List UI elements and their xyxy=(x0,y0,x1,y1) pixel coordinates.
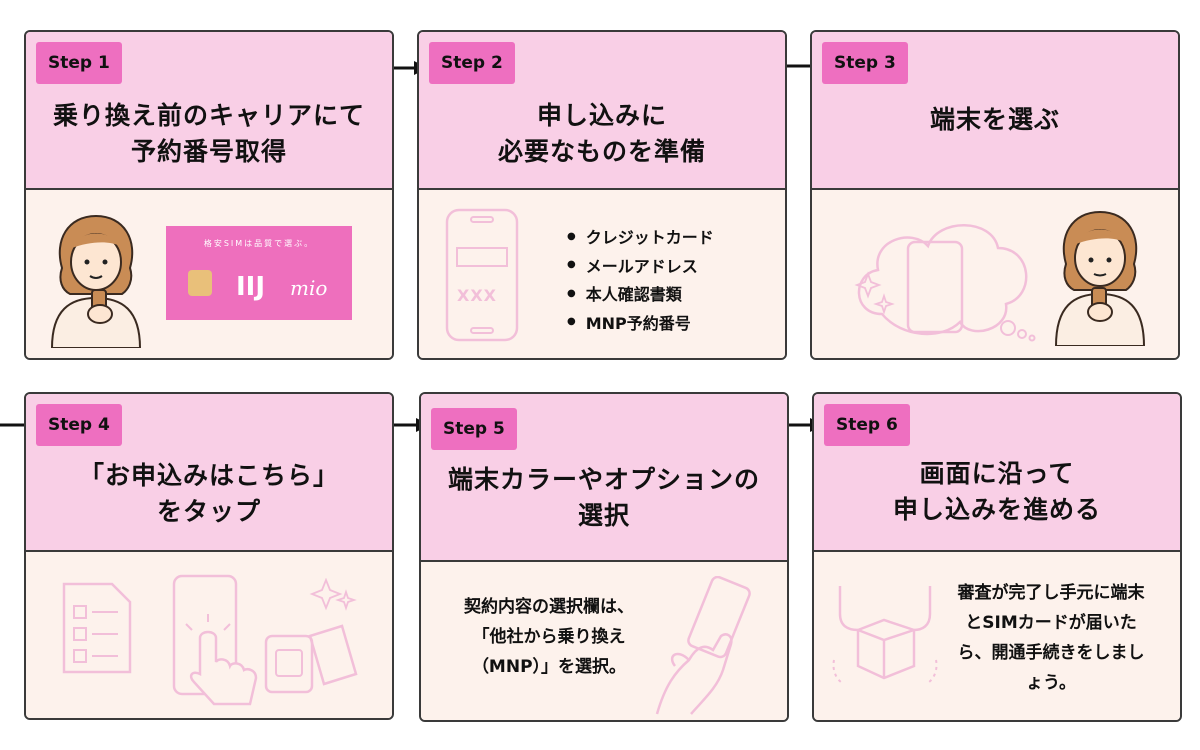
iijmio-sim-card: 格安SIMは品質で選ぶ。 IIJ mio xyxy=(166,226,352,320)
step-badge: Step 2 xyxy=(429,42,515,84)
step-header: Step 4 「お申込みはこちら」 をタップ xyxy=(26,394,392,552)
step-description: 契約内容の選択欄は、 「他社から乗り換え （MNP）」を選択。 xyxy=(464,597,634,677)
step-badge: Step 3 xyxy=(822,42,908,84)
step-badge: Step 4 xyxy=(36,404,122,446)
step-badge: Step 5 xyxy=(431,408,517,450)
sim-chip-icon xyxy=(188,270,212,296)
step-title: 画面に沿って 申し込みを進める xyxy=(892,459,1101,524)
step-header: Step 3 端末を選ぶ xyxy=(812,32,1178,190)
list-item: 本人確認書類 xyxy=(567,281,714,310)
step-header: Step 5 端末カラーやオプションの 選択 xyxy=(421,394,787,562)
step-body: XXX クレジットカード メールアドレス 本人確認書類 MNP予約番号 xyxy=(419,190,785,358)
step-card-3: Step 3 端末を選ぶ xyxy=(810,30,1180,360)
step-card-2: Step 2 申し込みに 必要なものを準備 XXX クレジットカード メールアド… xyxy=(417,30,787,360)
step-card-6: Step 6 画面に沿って 申し込みを進める 審査が完了し手元に端末 とSIMカ… xyxy=(812,392,1182,722)
checklist-icon xyxy=(62,582,132,674)
sim-logo: IIJ xyxy=(236,272,266,302)
phone-placeholder: XXX xyxy=(457,286,498,305)
step-header: Step 2 申し込みに 必要なものを準備 xyxy=(419,32,785,190)
step-badge: Step 1 xyxy=(36,42,122,84)
requirements-list: クレジットカード メールアドレス 本人確認書類 MNP予約番号 xyxy=(567,224,714,338)
tap-phone-icon xyxy=(172,574,258,706)
step-card-5: Step 5 端末カラーやオプションの 選択 契約内容の選択欄は、 「他社から乗… xyxy=(419,392,789,722)
woman-phone-illustration xyxy=(50,214,142,348)
step-title: 「お申込みはこちら」 をタップ xyxy=(78,461,339,526)
step-body xyxy=(812,190,1178,358)
step-header: Step 1 乗り換え前のキャリアにて 予約番号取得 xyxy=(26,32,392,190)
step-title: 申し込みに 必要なものを準備 xyxy=(497,101,706,166)
thought-cloud-phone-icon xyxy=(854,224,1036,342)
sim-tagline: 格安SIMは品質で選ぶ。 xyxy=(203,239,315,248)
step-badge: Step 6 xyxy=(824,404,910,446)
list-item: クレジットカード xyxy=(567,224,714,253)
step-card-4: Step 4 「お申込みはこちら」 をタップ xyxy=(24,392,394,720)
step-body: 審査が完了し手元に端末 とSIMカードが届いた ら、開通手続きをしまし ょう。 xyxy=(814,552,1180,720)
step-body: 格安SIMは品質で選ぶ。 IIJ mio xyxy=(26,190,392,358)
step-body xyxy=(26,552,392,718)
step-title: 端末を選ぶ xyxy=(929,105,1060,134)
sim-logo-sub: mio xyxy=(290,276,328,300)
step-body: 契約内容の選択欄は、 「他社から乗り換え （MNP）」を選択。 xyxy=(421,562,787,720)
step-description: 審査が完了し手元に端末 とSIMカードが届いた ら、開通手続きをしまし ょう。 xyxy=(957,583,1145,693)
list-item: MNP予約番号 xyxy=(567,310,714,339)
package-hands-icon xyxy=(832,586,938,685)
step-header: Step 6 画面に沿って 申し込みを進める xyxy=(814,394,1180,552)
hand-phone-icon xyxy=(655,576,751,715)
step-title: 端末カラーやオプションの 選択 xyxy=(447,465,760,530)
list-item: メールアドレス xyxy=(567,253,714,282)
smartphone-icon xyxy=(445,208,519,342)
step-card-1: Step 1 乗り換え前のキャリアにて 予約番号取得 格安SIMは品質で選ぶ。 … xyxy=(24,30,394,360)
woman-phone-illustration xyxy=(1054,210,1146,346)
step-title: 乗り換え前のキャリアにて 予約番号取得 xyxy=(52,101,365,166)
sim-cards-sparkle-icon xyxy=(264,578,358,694)
